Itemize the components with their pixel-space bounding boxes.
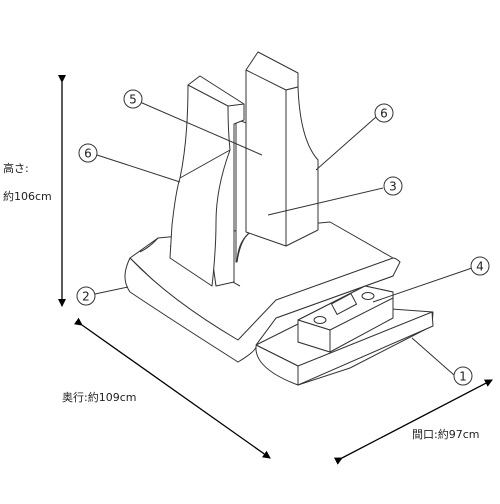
- height-label: 高さ:: [3, 161, 29, 175]
- control-box: [297, 285, 394, 353]
- svg-text:5: 5: [129, 93, 137, 107]
- svg-text:6: 6: [380, 107, 388, 121]
- callout-1: 1: [453, 366, 473, 386]
- callout-4: 4: [470, 256, 490, 276]
- height-value: 約106cm: [3, 189, 52, 203]
- callout-2: 2: [76, 286, 96, 306]
- svg-text:3: 3: [389, 180, 397, 194]
- front-panel: [169, 75, 245, 287]
- callout-3: 3: [383, 176, 403, 196]
- svg-text:1: 1: [459, 370, 467, 384]
- svg-text:6: 6: [84, 147, 92, 161]
- depth-label: 奥行:約109cm: [62, 390, 136, 404]
- back-panel: [245, 51, 319, 247]
- svg-text:4: 4: [476, 260, 484, 274]
- width-label: 間口:約97cm: [412, 427, 479, 441]
- callout-6-right: 6: [374, 103, 394, 123]
- svg-text:2: 2: [82, 290, 90, 304]
- callout-5: 5: [123, 89, 143, 109]
- depth-arrow: [73, 317, 271, 459]
- callout-6-left: 6: [78, 143, 98, 163]
- width-arrow: [333, 379, 493, 465]
